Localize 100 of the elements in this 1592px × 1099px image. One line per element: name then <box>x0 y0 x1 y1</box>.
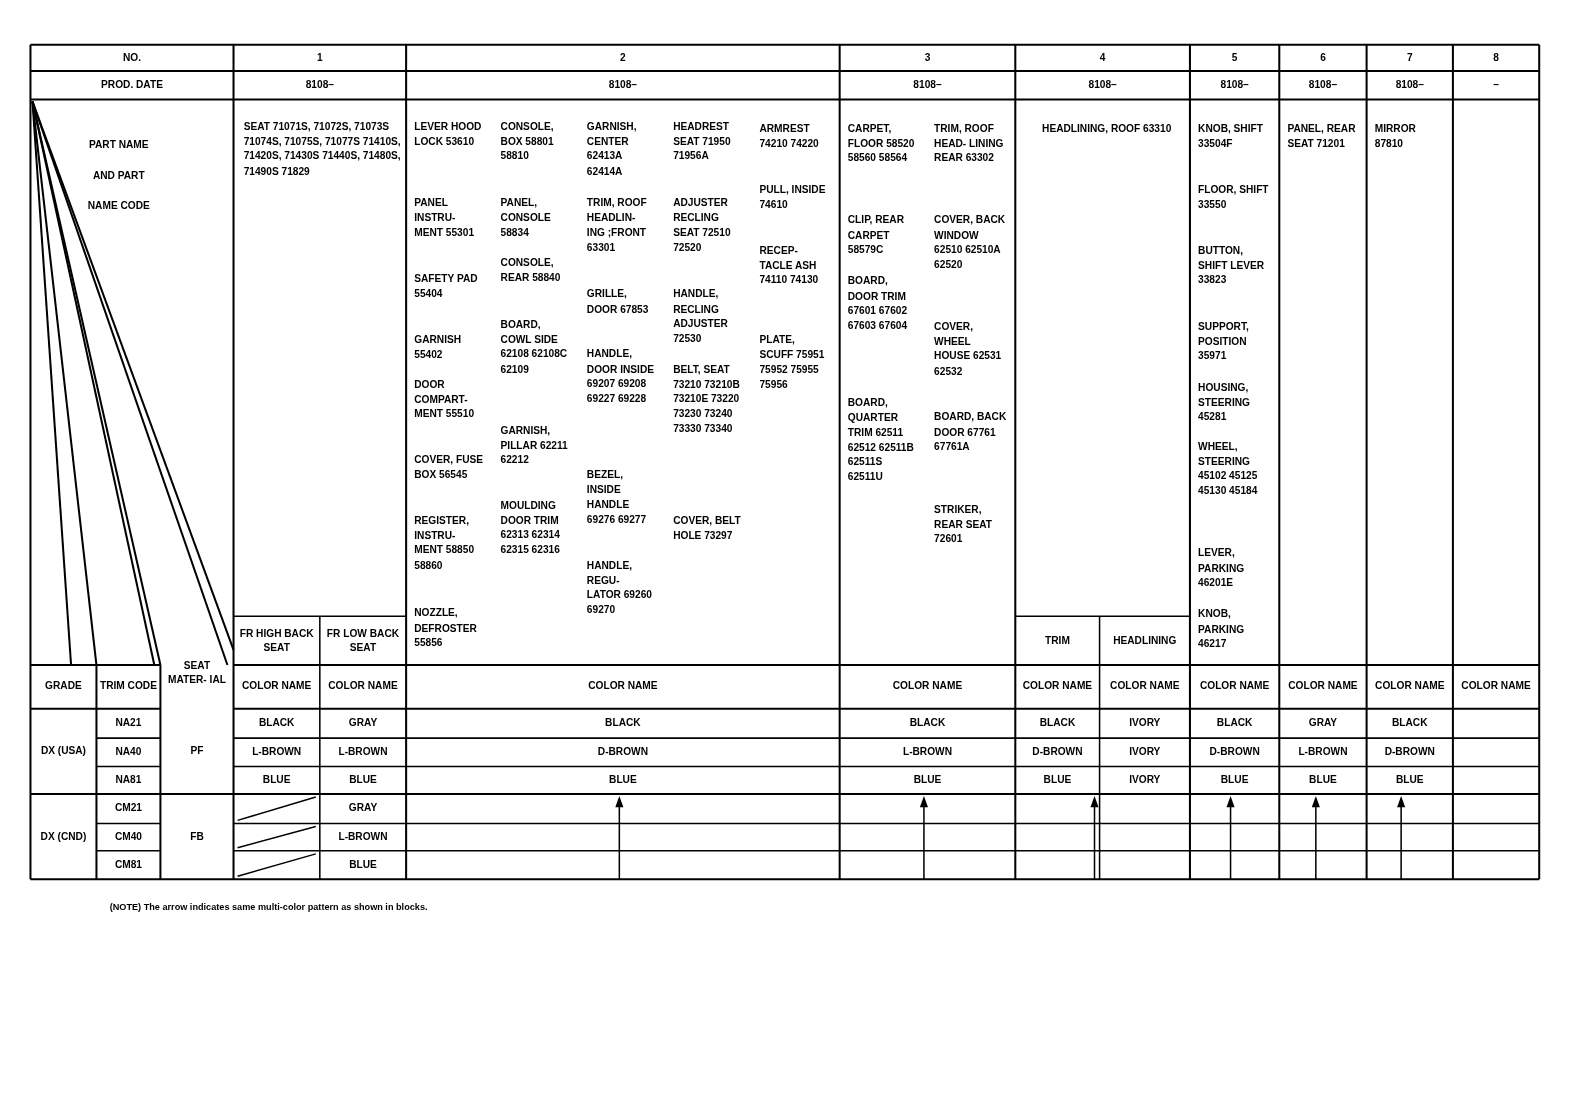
color-name: GRAY <box>348 801 378 816</box>
part-entry: HANDLE, RECLING ADJUSTER 72530 <box>673 287 729 346</box>
part-entry: GRILLE, DOOR 67853 <box>586 287 650 317</box>
part-entry: RECEP- TACLE ASH 74110 74130 <box>759 243 820 288</box>
column-heading: COLOR NAME <box>242 679 312 694</box>
part-entry: BUTTON, SHIFT LEVER 33823 <box>1198 243 1266 288</box>
color-name: BLUE <box>262 772 291 788</box>
part-entry: ARMREST 74210 74220 <box>759 121 820 151</box>
color-name: BLUE <box>349 857 377 872</box>
part-entry: LEVER, PARKING 46201E <box>1198 546 1246 590</box>
sub-heading: FR HIGH BACK SEAT <box>238 625 315 655</box>
part-entry: PULL, INSIDE 74610 <box>759 182 827 212</box>
color-name: D-BROWN <box>1209 745 1260 760</box>
part-entry: LEVER HOOD LOCK 53610 <box>414 119 483 149</box>
part-entry: PANEL, REAR SEAT 71201 <box>1287 121 1357 151</box>
part-entry: REGISTER, INSTRU- MENT 58850 58860 <box>414 513 476 573</box>
column-heading: COLOR NAME <box>328 679 398 694</box>
color-name: BLACK <box>258 716 295 731</box>
color-name: GRAY <box>1308 716 1338 731</box>
column-heading: COLOR NAME <box>1110 679 1180 694</box>
column-number: 6 <box>1320 50 1326 65</box>
part-entry: GARNISH 55402 <box>414 333 463 362</box>
column-number: 1 <box>317 50 323 65</box>
part-entry: HOUSING, STEERING 45281 <box>1198 380 1251 425</box>
color-name: L-BROWN <box>338 745 388 760</box>
sub-heading: HEADLINING <box>1113 633 1177 648</box>
column-heading: COLOR NAME <box>1199 679 1270 694</box>
column-number: 5 <box>1231 50 1238 65</box>
color-name: D-BROWN <box>1384 745 1435 760</box>
part-entry: BOARD, DOOR TRIM 67601 67602 67603 67604 <box>847 274 909 333</box>
part-entry: TRIM, ROOF HEAD- LINING REAR 63302 <box>934 121 1005 166</box>
color-name: BLUE <box>1220 772 1249 788</box>
column-heading: TRIM CODE <box>99 679 157 694</box>
part-entry: COVER, BELT HOLE 73297 <box>673 513 742 543</box>
color-name: GRAY <box>348 716 378 731</box>
part-entry: CARPET, FLOOR 58520 58560 58564 <box>847 121 916 166</box>
production-date: 8108– <box>305 77 334 93</box>
color-name: BLUE <box>349 772 377 788</box>
part-entry: GARNISH, CENTER 62413A 62414A <box>586 119 638 179</box>
part-entry: COVER, WHEEL HOUSE 62531 62532 <box>934 319 1003 379</box>
part-entry: TRIM, ROOF HEADLIN- ING ;FRONT 63301 <box>586 195 648 255</box>
part-entry: MOULDING DOOR TRIM 62313 62314 62315 62316 <box>500 498 561 557</box>
color-name: IVORY <box>1129 716 1161 731</box>
color-name: BLUE <box>913 772 942 788</box>
sub-heading: FR LOW BACK SEAT <box>325 625 401 655</box>
production-date: 8108– <box>913 77 942 93</box>
production-date: 8108– <box>608 77 637 93</box>
color-name: BLUE <box>1309 772 1337 788</box>
column-heading: NO. <box>122 50 141 65</box>
production-date: 8108– <box>1088 77 1117 93</box>
trim-code: CM40 <box>114 829 142 844</box>
note-text: (NOTE) The arrow indicates same multi-color pattern as shown in blocks. <box>109 900 429 914</box>
color-name: BLACK <box>1392 716 1428 731</box>
part-entry: BOARD, QUARTER TRIM 62511 62512 62511B 62511S 62511U <box>847 396 915 484</box>
column-heading: COLOR NAME <box>1022 679 1093 694</box>
part-entry: SUPPORT, POSITION 35971 <box>1198 319 1250 364</box>
color-name: BLACK <box>1216 716 1253 731</box>
production-date: 8108– <box>1220 77 1249 93</box>
trim-code: CM81 <box>114 857 142 872</box>
color-name: L-BROWN <box>338 829 388 844</box>
part-entry: HANDLE, DOOR INSIDE 69207 69208 69227 69228 <box>586 347 655 406</box>
color-name: D-BROWN <box>597 745 648 760</box>
column-heading: COLOR NAME <box>1461 679 1531 694</box>
color-name: BLACK <box>1039 716 1076 731</box>
part-entry: HEADLINING, ROOF 63310 <box>1041 121 1173 136</box>
color-name: IVORY <box>1129 745 1161 760</box>
part-entry: DOOR COMPART- MENT 55510 <box>414 377 476 422</box>
column-number: 8 <box>1493 50 1499 65</box>
column-heading: COLOR NAME <box>1288 679 1358 694</box>
part-entry: BOARD, BACK DOOR 67761 67761A <box>934 410 1008 454</box>
part-entry: BOARD, COWL SIDE 62108 62108C 62109 <box>500 317 569 377</box>
color-name: L-BROWN <box>902 745 952 760</box>
part-entry: WHEEL, STEERING 45102 45125 45130 45184 <box>1198 439 1259 498</box>
column-number: 7 <box>1406 50 1413 65</box>
part-entry: CLIP, REAR CARPET 58579C <box>847 213 905 257</box>
column-heading: GRADE <box>45 679 82 694</box>
part-entry: PLATE, SCUFF 75951 75952 75955 75956 <box>759 333 826 392</box>
production-date: 8108– <box>1308 77 1338 93</box>
column-heading: PART NAME AND PART NAME CODE <box>86 138 151 214</box>
part-entry: BEZEL, INSIDE HANDLE 69276 69277 <box>586 468 648 527</box>
trim-code: NA81 <box>115 772 142 788</box>
color-name: BLUE <box>1043 772 1072 788</box>
color-name: BLACK <box>605 716 641 731</box>
column-heading: COLOR NAME <box>892 679 963 694</box>
color-name: BLUE <box>1395 772 1424 788</box>
trim-code: CM21 <box>114 801 142 816</box>
grade-name: DX (CND) <box>40 829 87 844</box>
part-entry: ADJUSTER RECLING SEAT 72510 72520 <box>673 195 732 255</box>
part-entry: HANDLE, REGU- LATOR 69260 69270 <box>586 558 653 617</box>
trim-code: NA21 <box>115 716 142 731</box>
part-entry: CONSOLE, REAR 58840 <box>500 255 562 285</box>
column-number: 3 <box>924 50 931 65</box>
part-entry: SEAT 71071S, 71072S, 71073S 71074S, 71075S, 71077S 71410S, 71420S, 71430S 71440S, 71480S, 71490S 71829 <box>243 119 402 179</box>
grade-name: DX (USA) <box>40 744 86 759</box>
color-name: BLUE <box>609 772 637 788</box>
part-entry: PANEL, CONSOLE 58834 <box>500 195 552 240</box>
column-heading: COLOR NAME <box>588 679 658 694</box>
color-name: IVORY <box>1129 772 1161 788</box>
seat-material: FB <box>190 829 204 844</box>
part-entry: MIRROR 87810 <box>1374 121 1417 151</box>
